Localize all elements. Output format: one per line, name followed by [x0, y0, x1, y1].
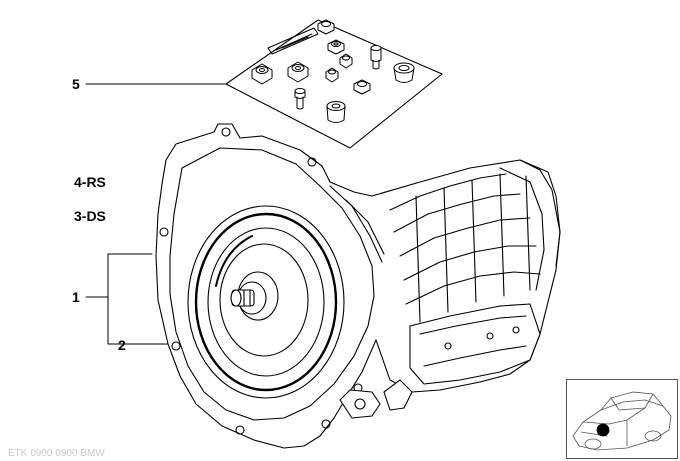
car-location-icon [572, 391, 672, 451]
location-marker-icon [596, 423, 610, 437]
vehicle-location-thumbnail[interactable] [566, 379, 678, 459]
watermark: ETK 0900 0900 BMW [8, 448, 105, 459]
hex-nut-icon [251, 63, 273, 85]
callout-5: 5 [72, 76, 80, 92]
bushing-icon [393, 62, 415, 83]
bolt-icon [294, 88, 306, 110]
callout-3-ds: 3-DS [74, 208, 106, 224]
callout-2: 2 [118, 337, 126, 353]
callout-1: 1 [72, 289, 80, 305]
callout-4-rs: 4-RS [74, 174, 106, 190]
bolt-kit-plate [225, 19, 443, 149]
torque-converter [187, 205, 345, 399]
